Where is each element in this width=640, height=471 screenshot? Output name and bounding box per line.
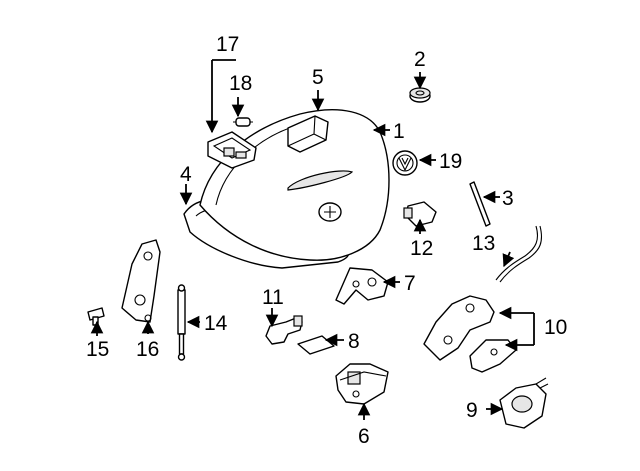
callout-10: 10: [544, 316, 567, 339]
hinge-bracket-part[interactable]: [335, 267, 389, 305]
pin-part[interactable]: [87, 307, 105, 326]
callout-8: 8: [348, 330, 360, 353]
callout-9: 9: [466, 399, 478, 422]
callout-3: 3: [502, 187, 514, 210]
bulb-part[interactable]: [233, 117, 253, 127]
grommet-part[interactable]: [409, 87, 431, 103]
motor-part[interactable]: [499, 377, 549, 429]
latch-part[interactable]: [335, 363, 389, 405]
release-cable-part[interactable]: [495, 225, 543, 283]
label-part[interactable]: [297, 335, 335, 355]
callout-2: 2: [414, 48, 426, 71]
callout-14: 14: [204, 312, 228, 335]
callout-17: 17: [216, 33, 239, 56]
leader-lines: [90, 59, 535, 420]
wire-strip-part[interactable]: [469, 181, 491, 227]
license-lamp-part[interactable]: [207, 131, 257, 169]
gas-strut-part[interactable]: [177, 284, 186, 361]
callout-11: 11: [262, 286, 284, 309]
callout-15: 15: [86, 338, 109, 361]
callout-13: 13: [472, 232, 495, 255]
callout-19: 19: [439, 150, 462, 173]
callout-5: 5: [312, 66, 324, 89]
emblem-part[interactable]: [392, 150, 418, 176]
hinge-arm-part[interactable]: [121, 239, 161, 323]
callout-6: 6: [358, 425, 370, 448]
callout-4: 4: [180, 163, 192, 186]
insulation-pad-part[interactable]: [287, 115, 329, 153]
callout-1: 1: [393, 120, 405, 143]
callout-labels: 17 18 5 2 1 19 4 3 12 13 7 10 11 14 8 15…: [86, 33, 567, 448]
switch-part[interactable]: [403, 201, 437, 227]
callout-12: 12: [410, 237, 433, 260]
callout-18: 18: [229, 72, 252, 95]
callout-16: 16: [136, 338, 159, 361]
hinge-assembly-part[interactable]: [423, 295, 517, 373]
callout-7: 7: [404, 272, 416, 295]
actuator-part[interactable]: [265, 315, 303, 345]
